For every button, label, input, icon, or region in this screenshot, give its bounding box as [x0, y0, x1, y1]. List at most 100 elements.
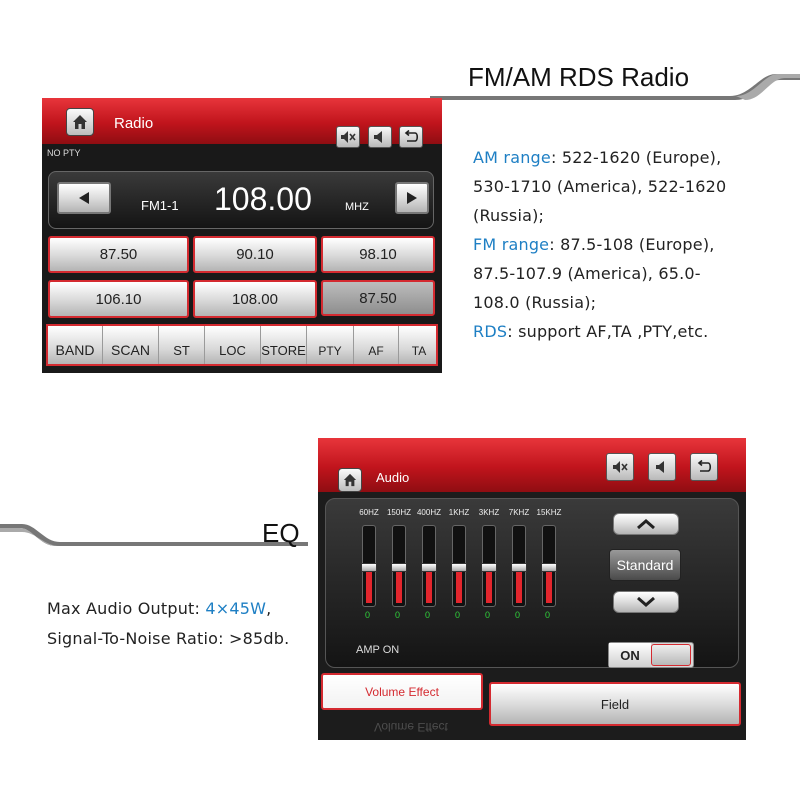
preset-button-1[interactable]: 87.50 [48, 236, 189, 273]
chevron-up-icon [637, 519, 655, 529]
volume-effect-reflection: Volume Effect [374, 720, 448, 734]
home-icon [343, 473, 357, 487]
radio-screen: Radio NO PTY FM1-1 108.00 MHZ 87.50 90.1… [42, 98, 442, 373]
fm-range-line-2: 87.5-107.9 (America), 65.0- [473, 264, 701, 283]
speaker-icon [656, 461, 664, 473]
eq-band-knob[interactable] [481, 563, 497, 572]
speaker-icon [374, 131, 382, 143]
eq-band-gain: 0 [395, 610, 401, 620]
eq-band-knob[interactable] [421, 563, 437, 572]
tab-st[interactable]: ST [159, 326, 205, 364]
fm-range-line-1: FM range: 87.5-108 (Europe), [473, 235, 715, 254]
arrow-left-icon [79, 192, 89, 204]
mute-button[interactable] [336, 126, 360, 148]
eq-band-knob[interactable] [541, 563, 557, 572]
amp-toggle[interactable]: ON [608, 642, 694, 668]
screen-title: Audio [376, 470, 410, 485]
tab-af[interactable]: AF [354, 326, 399, 364]
max-output-line: Max Audio Output: 4×45W, [47, 599, 272, 618]
eq-band-fill [426, 565, 432, 603]
amp-toggle-state: ON [609, 643, 651, 667]
tab-ta[interactable]: TA [399, 326, 436, 364]
preset-button-4[interactable]: 106.10 [48, 280, 189, 318]
eq-band-fill [546, 565, 552, 603]
seek-down-button[interactable] [57, 182, 111, 214]
amp-toggle-thumb [651, 644, 691, 666]
am-range-label: AM range [473, 148, 551, 167]
eq-band-slider[interactable] [421, 525, 437, 607]
eq-band-label: 400HZ [416, 508, 441, 517]
eq-band-knob[interactable] [511, 563, 527, 572]
tab-scan[interactable]: SCAN [103, 326, 159, 364]
home-button[interactable] [338, 468, 362, 492]
eq-band-slider[interactable] [511, 525, 527, 607]
chevron-down-icon [637, 597, 655, 607]
eq-band-gain: 0 [485, 610, 491, 620]
radio-heading: FM/AM RDS Radio [468, 62, 690, 92]
eq-band-slider[interactable] [541, 525, 557, 607]
arrow-right-icon [407, 192, 417, 204]
eq-band-label: 15KHZ [536, 508, 562, 517]
fm-range-label: FM range [473, 235, 550, 254]
eq-band-label: 150HZ [386, 508, 411, 517]
eq-band-slider[interactable] [481, 525, 497, 607]
rds-line: RDS: support AF,TA ,PTY,etc. [473, 322, 709, 341]
back-button[interactable] [399, 126, 423, 148]
eq-band-gain: 0 [425, 610, 431, 620]
tab-pty[interactable]: PTY [307, 326, 354, 364]
home-icon [73, 115, 87, 129]
frequency-unit: MHZ [345, 201, 369, 213]
preset-up-button[interactable] [613, 513, 679, 535]
radio-titlebar: Radio [42, 98, 442, 148]
mute-icon [613, 461, 628, 473]
heading-swoosh-radio [430, 74, 800, 100]
eq-band-label: 60HZ [359, 508, 379, 517]
eq-band-slider[interactable] [361, 525, 377, 607]
mute-button[interactable] [606, 453, 634, 481]
field-button[interactable]: Field [489, 682, 741, 726]
pty-status: NO PTY [47, 148, 81, 158]
home-button[interactable] [66, 108, 94, 136]
fm-range-line-3: 108.0 (Russia); [473, 293, 597, 312]
eq-band-fill [396, 565, 402, 603]
snr-line: Signal-To-Noise Ratio: >85db. [47, 629, 290, 648]
max-output-value: 4×45W [205, 599, 267, 618]
tab-loc[interactable]: LOC [205, 326, 261, 364]
eq-band-slider[interactable] [451, 525, 467, 607]
eq-band-slider[interactable] [391, 525, 407, 607]
am-range-line-2: 530-1710 (America), 522-1620 [473, 177, 727, 196]
eq-band-knob[interactable] [361, 563, 377, 572]
eq-band-fill [456, 565, 462, 603]
tab-band[interactable]: BAND [48, 326, 103, 364]
radio-specs: AM range: 522-1620 (Europe), 530-1710 (A… [473, 143, 793, 346]
tab-store[interactable]: STORE [261, 326, 307, 364]
eq-band-label: 1KHZ [448, 508, 470, 517]
back-button[interactable] [690, 453, 718, 481]
seek-up-button[interactable] [395, 182, 429, 214]
eq-preset-selector[interactable]: Standard [609, 549, 681, 581]
eq-band-fill [516, 565, 522, 603]
volume-button[interactable] [368, 126, 392, 148]
eq-band-gain: 0 [515, 610, 521, 620]
rds-label: RDS [473, 322, 508, 341]
volume-button[interactable] [648, 453, 676, 481]
frequency-panel: FM1-1 108.00 MHZ [48, 171, 434, 229]
preset-down-button[interactable] [613, 591, 679, 613]
eq-band-knob[interactable] [451, 563, 467, 572]
audio-titlebar: Audio [318, 438, 746, 492]
preset-button-2[interactable]: 90.10 [193, 236, 317, 273]
am-range-line-1: AM range: 522-1620 (Europe), [473, 148, 722, 167]
eq-band-gain: 0 [365, 610, 371, 620]
eq-band-gain: 0 [455, 610, 461, 620]
amp-label: AMP ON [356, 644, 400, 656]
volume-effect-button[interactable]: Volume Effect [321, 673, 483, 710]
preset-button-6[interactable]: 87.50 [321, 280, 435, 316]
preset-button-3[interactable]: 98.10 [321, 236, 435, 273]
eq-band-knob[interactable] [391, 563, 407, 572]
preset-button-5[interactable]: 108.00 [193, 280, 317, 318]
eq-heading: EQ [262, 518, 300, 548]
band-preset: FM1-1 [141, 198, 179, 213]
frequency-display: 108.00 [214, 181, 312, 217]
